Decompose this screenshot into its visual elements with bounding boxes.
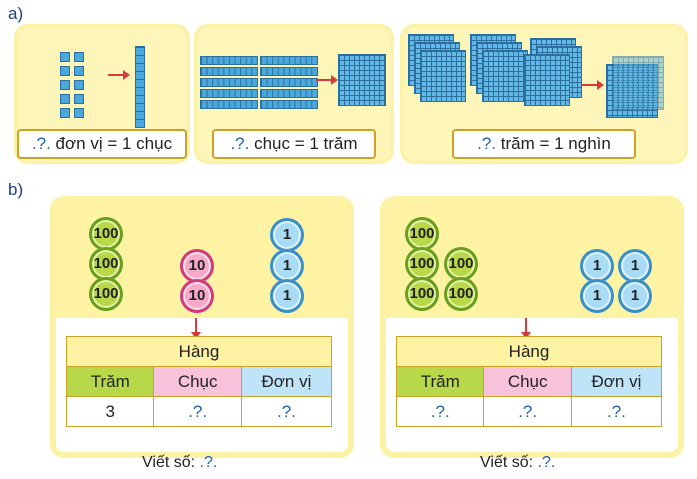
chip-100: 100 [405,277,439,311]
chip-1: 1 [270,249,304,283]
cell-chuc-answer[interactable]: .?. [483,396,572,427]
col-chuc: Chục [483,366,572,397]
cell-don-vi-answer[interactable]: .?. [240,396,333,427]
unit-cube-image [74,52,84,62]
caption-text: đơn vị = 1 chục [50,134,173,153]
unit-cube-image [60,94,70,104]
col-don-vi: Đơn vị [240,366,333,397]
unit-cube-image [60,80,70,90]
chip-1: 1 [580,279,614,313]
ten-rod-image [260,67,318,76]
down-arrow-icon [191,318,201,339]
caption-text: trăm = 1 nghìn [496,134,611,153]
right-arrow-icon [582,80,604,90]
section-b-label: b) [8,180,24,199]
write-number-label: Viết số: [480,454,538,471]
chip-1: 1 [618,249,652,283]
chip-1: 1 [618,279,652,313]
unit-cube-image [74,108,84,118]
write-number-answer[interactable]: .?. [199,454,218,471]
unit-cube-image [74,66,84,76]
chip-1: 1 [580,249,614,283]
col-tram: Trăm [395,366,485,397]
thousand-cube-back [612,56,664,110]
panel-tens-to-hundred: .?. chục = 1 trăm [194,24,394,164]
caption-question[interactable]: .?. [31,134,51,153]
hundred-flat-image [420,50,466,102]
hundred-flat-image [482,50,528,102]
caption-hundreds-thousand: .?. trăm = 1 nghìn [452,129,636,159]
col-tram: Trăm [65,366,155,397]
caption-units-ten: .?. đơn vị = 1 chục [17,129,187,159]
ten-rod-image [135,46,145,128]
caption-text: chục = 1 trăm [249,134,358,153]
cell-tram-answer[interactable]: .?. [395,396,485,427]
chip-1: 1 [270,218,304,252]
ten-rod-image [200,89,258,98]
chip-100: 100 [89,247,123,281]
unit-cube-image [60,66,70,76]
chip-1: 1 [270,279,304,313]
ten-rod-image [260,78,318,87]
hundred-flat-image [338,54,386,106]
section-a-label: a) [8,4,24,23]
hundred-flat-image [524,54,570,106]
panel-hundreds-to-thousand: .?. trăm = 1 nghìn [400,24,688,164]
place-value-table-right: Hàng Trăm Chục Đơn vị .?. .?. .?. [395,336,663,427]
right-arrow-icon [316,75,338,85]
table-header-hang: Hàng [66,336,332,367]
ten-rod-image [260,56,318,65]
caption-tens-hundred: .?. chục = 1 trăm [212,129,376,159]
caption-question[interactable]: .?. [477,134,497,153]
ten-rod-image [200,100,258,109]
chip-100: 100 [405,247,439,281]
cell-tram-value: 3 [65,396,155,427]
chip-100: 100 [444,247,478,281]
write-number-left: Viết số: .?. [142,454,217,472]
cell-don-vi-answer[interactable]: .?. [570,396,663,427]
ten-rod-image [260,100,318,109]
chip-100: 100 [405,217,439,251]
write-number-answer[interactable]: .?. [537,454,556,471]
caption-question[interactable]: .?. [230,134,250,153]
ten-rod-image [200,78,258,87]
chip-10: 10 [180,249,214,283]
chip-100: 100 [89,277,123,311]
right-arrow-icon [108,70,130,80]
unit-cube-image [60,52,70,62]
down-arrow-icon [521,318,531,339]
ten-rod-image [260,89,318,98]
cell-chuc-answer[interactable]: .?. [153,396,242,427]
chip-100: 100 [89,217,123,251]
unit-cube-image [74,80,84,90]
col-chuc: Chục [153,366,242,397]
table-header-hang: Hàng [396,336,662,367]
chip-100: 100 [444,277,478,311]
unit-cube-image [74,94,84,104]
ten-rod-image [200,67,258,76]
unit-cube-image [60,108,70,118]
place-value-table-left: Hàng Trăm Chục Đơn vị 3 .?. .?. [65,336,333,427]
ten-rod-image [200,56,258,65]
col-don-vi: Đơn vị [570,366,663,397]
write-number-label: Viết số: [142,454,200,471]
chip-10: 10 [180,279,214,313]
write-number-right: Viết số: .?. [480,454,555,472]
panel-units-to-ten: .?. đơn vị = 1 chục [14,24,190,164]
